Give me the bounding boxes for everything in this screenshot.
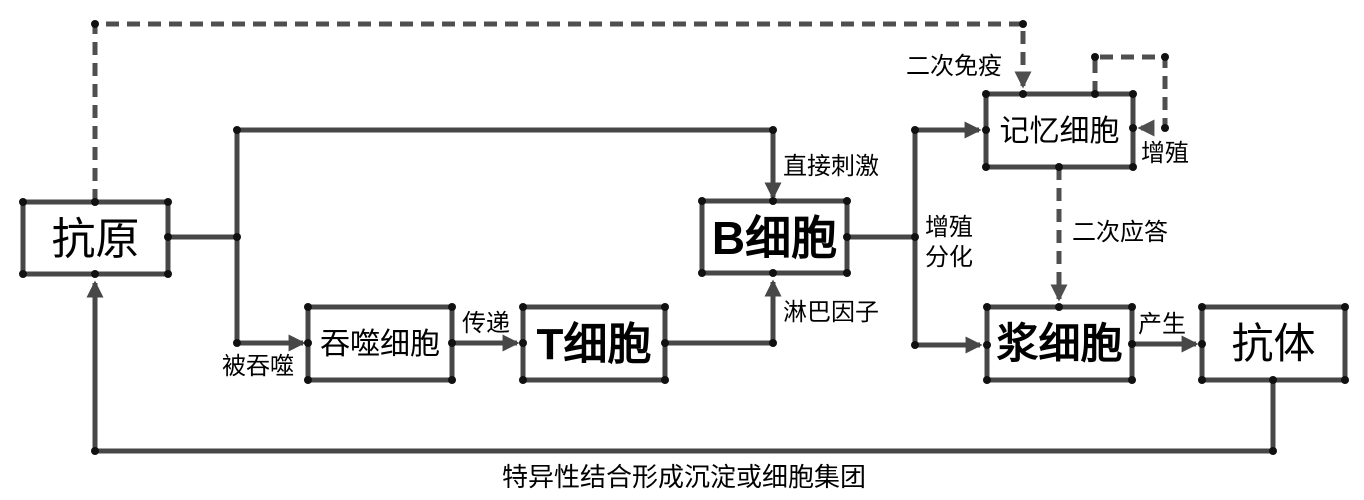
b-cell-label: B细胞	[712, 212, 837, 264]
antibody-box	[1199, 304, 1348, 383]
junction-dots	[19, 20, 1349, 455]
label-lymphokine: 淋巴因子	[783, 299, 879, 326]
edge-lymphokine	[665, 279, 782, 346]
edge-antibody-feedback	[86, 280, 1276, 454]
node-antibody: 抗体	[1199, 304, 1348, 383]
label-bottom-note: 特异性结合形成沉淀或细胞集团	[502, 462, 866, 492]
t-cell-label: T细胞	[537, 320, 652, 369]
edge-labels: 被吞噬 传递 直接刺激 淋巴因子 增殖 分化 二次免疫 增殖 二次应答 产生 特…	[222, 53, 1189, 492]
node-antigen: 抗原	[20, 199, 171, 277]
node-phagocyte: 吞噬细胞	[305, 304, 455, 383]
solid-connectors	[86, 121, 1276, 454]
label-secondary-response: 二次应答	[1072, 219, 1168, 246]
edge-secondary-immunity	[92, 21, 1032, 202]
node-plasma-cell: 浆细胞	[984, 304, 1135, 383]
phagocyte-label: 吞噬细胞	[320, 328, 440, 361]
label-engulfed: 被吞噬	[222, 353, 294, 380]
edge-direct-stimulation	[237, 127, 782, 200]
plasma-cell-label: 浆细胞	[996, 320, 1122, 367]
label-differentiate: 分化	[925, 244, 973, 271]
label-secondary-immunity: 二次免疫	[906, 53, 1002, 80]
memory-cell-label: 记忆细胞	[1000, 115, 1120, 148]
label-direct-stimulation: 直接刺激	[783, 153, 879, 180]
label-proliferate: 增殖	[925, 214, 973, 241]
node-memory-cell: 记忆细胞	[983, 91, 1136, 170]
antibody-label: 抗体	[1231, 320, 1315, 367]
node-b-cell: B细胞	[699, 198, 850, 276]
antigen-label: 抗原	[52, 215, 140, 264]
node-t-cell: T细胞	[520, 304, 668, 383]
label-proliferation: 增殖	[1141, 140, 1189, 167]
label-produce: 产生	[1138, 311, 1186, 338]
label-transfer: 传递	[462, 310, 510, 337]
